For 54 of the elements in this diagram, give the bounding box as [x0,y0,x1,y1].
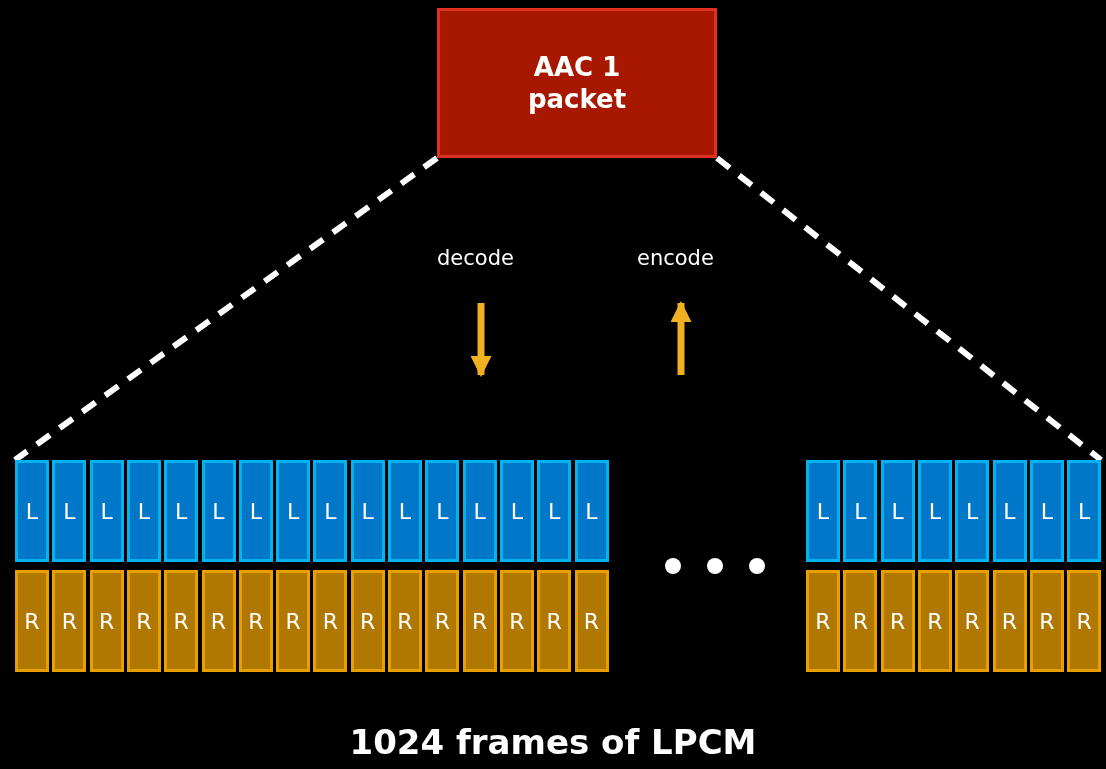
left-channel-sample: L [313,460,348,562]
right-channel-sample: R [201,570,236,672]
right-channel-sample: R [126,570,161,672]
left-channel-sample: L [917,460,952,562]
left-channel-sample: L [52,460,87,562]
left-channel-sample: L [425,460,460,562]
left-channel-sample: L [574,460,609,562]
left-channel-sample: L [164,460,199,562]
right-channel-sample: R [499,570,534,672]
left-channel-sample: L [499,460,534,562]
right-channel-sample: R [843,570,878,672]
left-channel-sample: L [126,460,161,562]
arrow-label: encode [637,246,714,270]
left-channel-sample: L [350,460,385,562]
left-channel-sample: L [992,460,1027,562]
right-channel-sample: R [89,570,124,672]
left-channel-sample: L [880,460,915,562]
left-channel-sample: L [1029,460,1064,562]
right-channel-sample: R [955,570,990,672]
right-channel-sample: R [238,570,273,672]
left-channel-sample: L [201,460,236,562]
dashed-line [13,155,439,463]
left-channel-sample: L [462,460,497,562]
left-channel-sample: L [388,460,422,562]
left-channel-sample: L [955,460,990,562]
caption: 1024 frames of LPCM [348,722,758,762]
right-channel-sample: R [388,570,422,672]
right-channel-sample: R [164,570,199,672]
right-channel-sample: R [880,570,915,672]
right-channel-sample: R [574,570,609,672]
left-channel-sample: L [238,460,273,562]
left-channel-sample: L [89,460,124,562]
left-channel-sample: L [1067,460,1102,562]
right-channel-sample: R [1029,570,1064,672]
arrow-label: decode [437,246,514,270]
left-channel-sample: L [806,460,840,562]
right-channel-sample: R [15,570,49,672]
left-channel-sample: L [843,460,878,562]
right-channel-sample: R [537,570,572,672]
right-channel-sample: R [52,570,87,672]
right-channel-sample: R [992,570,1027,672]
dashed-line [715,155,1103,463]
right-channel-sample: R [425,570,460,672]
right-channel-sample: R [1067,570,1102,672]
left-channel-sample: L [276,460,311,562]
left-channel-sample: L [15,460,49,562]
right-channel-sample: R [462,570,497,672]
right-channel-sample: R [350,570,385,672]
right-channel-sample: R [313,570,348,672]
packet-box: AAC 1 packet [437,8,717,158]
left-channel-sample: L [537,460,572,562]
right-channel-sample: R [276,570,311,672]
right-channel-sample: R [806,570,840,672]
right-channel-sample: R [917,570,952,672]
